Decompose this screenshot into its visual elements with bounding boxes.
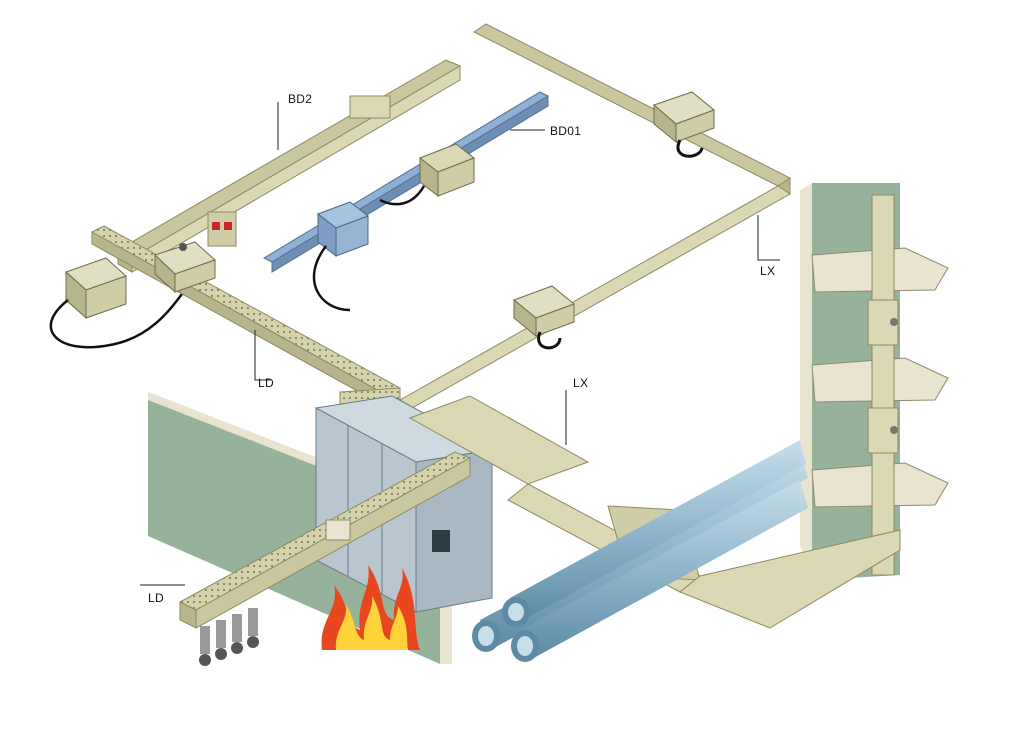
callout-leaders xyxy=(140,102,780,586)
ld-trunking-lower xyxy=(178,451,472,666)
label-lx-middle: LX xyxy=(573,376,589,390)
label-ld-bottom: LD xyxy=(148,591,164,605)
label-lx-top: LX xyxy=(760,264,776,278)
label-bd2: BD2 xyxy=(288,92,313,106)
bd01-rail xyxy=(262,91,550,312)
label-ld-middle: LD xyxy=(258,376,274,390)
cable-icon xyxy=(676,139,704,158)
lamp-fittings xyxy=(199,608,259,666)
riser-wall xyxy=(800,183,949,580)
lx-trunking-upper xyxy=(399,23,791,441)
flame-icon xyxy=(321,565,420,650)
bd2-busbar xyxy=(49,59,462,349)
label-bd01: BD01 xyxy=(550,124,582,138)
service-pipes xyxy=(472,440,808,662)
